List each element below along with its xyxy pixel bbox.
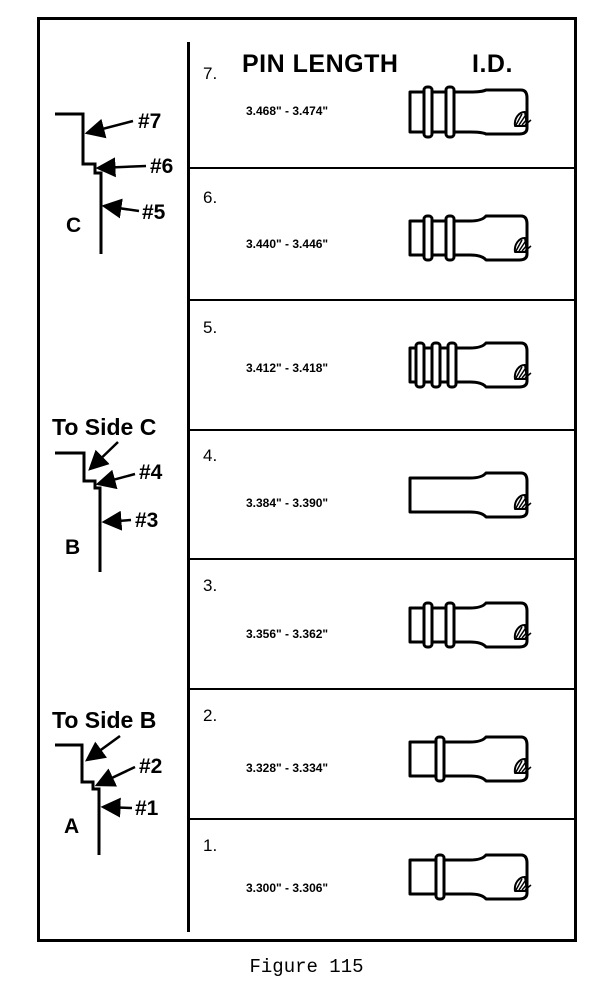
pin-length-range-6: 3.440" - 3.446" (246, 237, 329, 251)
side-a-letter: A (64, 815, 80, 838)
row-number-5: 5. (203, 318, 218, 337)
arrow-6 (95, 157, 147, 178)
figure-frame (37, 17, 577, 942)
figure-caption: Figure 115 (249, 956, 364, 978)
pin-length-header: PIN LENGTH (242, 50, 399, 78)
label-6: #6 (150, 155, 174, 178)
label-1: #1 (135, 797, 159, 820)
row-number-2: 2. (203, 706, 218, 725)
row-divider (190, 688, 577, 690)
row-divider (190, 818, 577, 820)
arrow-2 (94, 765, 136, 787)
label-4: #4 (139, 461, 163, 484)
arrow-3 (101, 510, 132, 531)
row-number-3: 3. (203, 576, 218, 595)
pin-length-range-2: 3.328" - 3.334" (246, 761, 329, 775)
column-divider (187, 42, 190, 932)
pin-illustration-2 (408, 735, 532, 783)
to-side-b-label: To Side B (52, 707, 157, 733)
row-number-7: 7. (203, 64, 218, 83)
pin-illustration-7 (408, 85, 532, 139)
arrow-7 (84, 118, 134, 139)
arrow-1 (100, 797, 133, 818)
pin-length-range-3: 3.356" - 3.362" (246, 627, 329, 641)
pin-illustration-3 (408, 601, 532, 649)
label-5: #5 (142, 201, 166, 224)
label-3: #3 (135, 509, 159, 532)
side-a-profile (55, 743, 101, 855)
pin-illustration-4 (408, 471, 532, 519)
side-b-letter: B (65, 536, 81, 559)
row-divider (190, 167, 577, 169)
label-2: #2 (139, 755, 163, 778)
pin-length-range-7: 3.468" - 3.474" (246, 104, 329, 118)
row-divider (190, 299, 577, 301)
pin-length-range-1: 3.300" - 3.306" (246, 881, 329, 895)
label-7: #7 (138, 110, 162, 133)
row-number-4: 4. (203, 446, 218, 465)
arrow-to-side-c (88, 441, 119, 471)
pin-length-range-5: 3.412" - 3.418" (246, 361, 329, 375)
row-divider (190, 558, 577, 560)
pin-illustration-5 (408, 341, 532, 389)
row-divider (190, 429, 577, 431)
side-c-letter: C (66, 214, 82, 237)
row-number-6: 6. (203, 188, 218, 207)
pin-illustration-6 (408, 214, 532, 262)
to-side-c-label: To Side C (52, 414, 157, 440)
pin-illustration-1 (408, 853, 532, 901)
id-header: I.D. (472, 50, 513, 78)
pin-length-range-4: 3.384" - 3.390" (246, 496, 329, 510)
arrow-5 (101, 198, 140, 219)
arrow-to-side-b (84, 734, 121, 762)
arrow-4 (95, 469, 136, 490)
row-number-1: 1. (203, 836, 218, 855)
